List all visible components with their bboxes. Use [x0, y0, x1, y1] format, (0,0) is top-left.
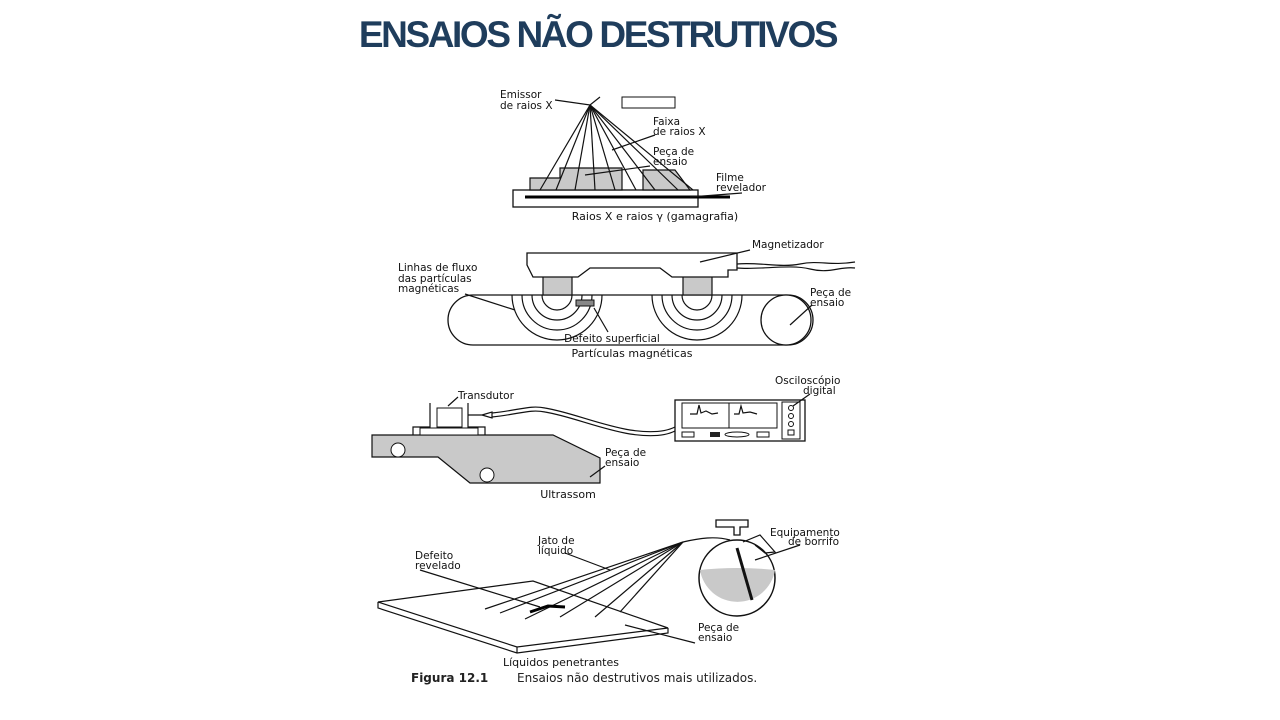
label-piece-2: ensaio [653, 156, 687, 168]
label-transducer: Transdutor [457, 390, 515, 402]
caption-penetrant: Líquidos penetrantes [503, 656, 619, 669]
slide-title: ENSAIOS NÃO DESTRUTIVOS [358, 14, 839, 55]
magnetic-diagram: Magnetizador Linhas de fluxo das partícu… [398, 239, 856, 360]
label-scope-2: digital [803, 385, 836, 397]
label-emitter: Emissor [500, 89, 542, 101]
label-mag-piece-2: ensaio [810, 297, 844, 309]
label-film: Filme [716, 172, 744, 184]
figure-caption: Ensaios não destrutivos mais utilizados. [517, 671, 757, 685]
label-sprayer-2: de borrifo [788, 536, 839, 548]
label-flux-2: das partículas [398, 273, 472, 285]
label-piece: Peça de [653, 146, 694, 158]
ultrasound-diagram: Transdutor Osciloscópio digital Peça de … [371, 375, 840, 501]
label-pen-piece-2: ensaio [698, 632, 732, 644]
label-us-piece-2: ensaio [605, 457, 639, 469]
label-emitter-2: de raios X [500, 100, 553, 112]
blank-box [621, 96, 676, 109]
xray-beams [539, 96, 743, 198]
transducer [436, 407, 463, 428]
label-flux: Linhas de fluxo [398, 262, 477, 274]
xray-test-piece-right [642, 169, 692, 191]
label-mag-piece: Peça de [810, 287, 851, 299]
magnetizer [526, 252, 738, 278]
revealed-defect [529, 604, 566, 614]
label-film-2: revelador [716, 182, 767, 194]
caption-xray: Raios X e raios γ (gamagrafia) [572, 210, 738, 223]
sprayer-nozzle [715, 519, 749, 536]
label-beam-2: de raios X [653, 126, 706, 138]
label-beam: Faixa [653, 116, 680, 128]
penetrant-diagram: Jato de líquido Defeito revelado Equipam… [377, 519, 840, 669]
label-flux-3: magnéticas [398, 283, 459, 295]
label-us-piece: Peça de [605, 447, 646, 459]
xray-diagram: Emissor de raios X Faixa de raios X Peça… [500, 89, 767, 223]
label-defect: Defeito superficial [564, 333, 660, 345]
label-sprayer: Equipamento [770, 527, 840, 539]
label-revealed: Defeito [415, 550, 453, 562]
label-jet-2: líquido [538, 545, 573, 557]
label-jet: Jato de [537, 535, 575, 547]
caption-magnetic: Partículas magnéticas [572, 347, 693, 360]
ultrasound-test-piece [371, 434, 601, 484]
label-scope: Osciloscópio [775, 375, 840, 387]
penetrant-test-piece [377, 580, 669, 648]
surface-defect [575, 299, 595, 307]
caption-ultrasound: Ultrassom [540, 488, 596, 501]
label-revealed-2: revelado [415, 560, 461, 572]
figure-number: Figura 12.1 [411, 671, 488, 685]
label-pen-piece: Peça de [698, 622, 739, 634]
label-magnetizer: Magnetizador [752, 239, 824, 251]
